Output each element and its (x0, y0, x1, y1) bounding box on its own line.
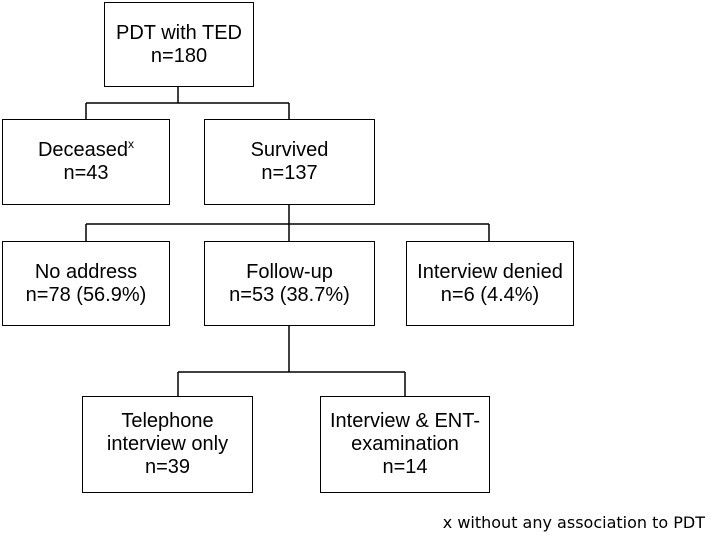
node-interview-ent-examination: Interview & ENT- examination n=14 (320, 396, 490, 493)
node-survived: Survived n=137 (204, 119, 375, 205)
node-telephone-interview-only: Telephone interview only n=39 (82, 396, 253, 493)
node-follow-up: Follow-up n=53 (38.7%) (204, 241, 375, 326)
node-title: Follow-up (246, 260, 333, 283)
footnote: x without any association to PDT (442, 513, 705, 532)
node-no-address: No address n=78 (56.9%) (2, 241, 170, 326)
node-title-line-2: interview only (106, 433, 229, 455)
node-title: No address (34, 260, 138, 283)
node-count: n=180 (150, 44, 208, 67)
node-count: n=39 (144, 456, 191, 478)
node-count: n=53 (38.7%) (229, 283, 350, 306)
node-title: Interview denied (417, 260, 563, 283)
node-pdt-with-ted: PDT with TED n=180 (104, 2, 254, 87)
node-title-line-2: examination (351, 433, 459, 455)
footnote-marker: x (128, 137, 135, 151)
node-count: n=6 (4.4%) (440, 283, 540, 306)
node-count: n=43 (63, 162, 109, 184)
node-count: n=137 (261, 162, 318, 184)
node-count: n=78 (56.9%) (25, 283, 147, 306)
node-title: Survived (250, 139, 329, 161)
node-interview-denied: Interview denied n=6 (4.4%) (406, 241, 574, 326)
node-count: n=14 (382, 456, 428, 478)
node-title: PDT with TED (116, 21, 242, 44)
node-title: Deceasedx (37, 137, 135, 161)
node-deceased: Deceasedx n=43 (2, 119, 170, 205)
node-title-line-1: Telephone (121, 410, 214, 432)
node-title-line-1: Interview & ENT- (329, 410, 481, 432)
